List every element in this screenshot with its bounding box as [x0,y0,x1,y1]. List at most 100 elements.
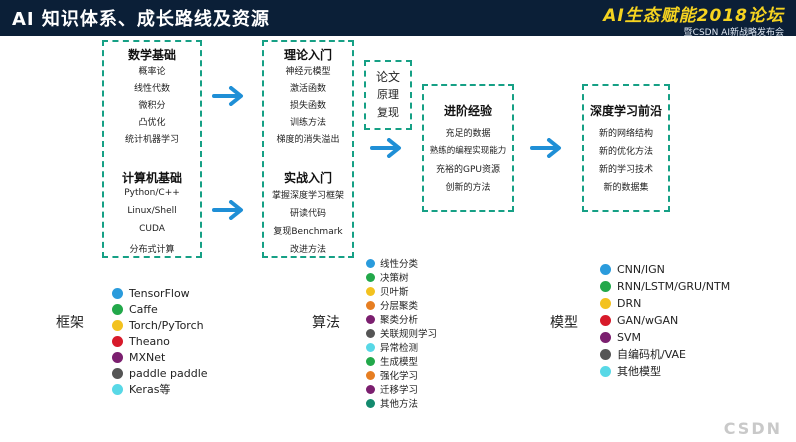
framework-label: Torch/PyTorch [129,318,204,332]
arrow-right-icon [212,200,243,220]
framework-item: Theano [112,334,170,348]
theory-title: 理论入门 [283,48,332,62]
algorithm-label: 生成模型 [380,357,419,368]
bullet-dot-icon [366,384,375,394]
paper-item: 复现 [377,106,399,119]
framework-item: paddle paddle [112,366,208,380]
frontier-title: 深度学习前沿 [589,104,662,118]
bullet-dot-icon [112,335,123,347]
framework-item: MXNet [112,350,165,364]
bullet-dot-icon [600,280,611,292]
bullet-dot-icon [112,287,123,299]
algorithm-label: 强化学习 [380,371,419,382]
model-label: DRN [617,296,642,310]
algorithm-label: 贝叶斯 [380,287,409,298]
algorithm-item: 其他方法 [366,396,418,410]
framework-label: Theano [129,334,170,348]
framework-item: TensorFlow [112,286,190,300]
arrow-right-icon [530,138,561,158]
header-bar: AI 知识体系、成长路线及资源 AI生态赋能2018论坛 暨CSDN AI新战略… [0,0,796,38]
framework-label: Caffe [129,302,158,316]
math-item: 统计机器学习 [124,135,179,145]
bullet-dot-icon [600,331,611,343]
bullet-dot-icon [366,272,375,282]
practice-item: 改进方法 [289,245,326,255]
algorithm-item: 生成模型 [366,354,418,368]
framework-label: paddle paddle [129,366,208,380]
bullet-dot-icon [600,297,611,309]
bullet-dot-icon [366,342,375,352]
cs-item: CUDA [139,224,165,234]
framework-label: TensorFlow [129,286,190,300]
framework-item: Caffe [112,302,158,316]
algorithm-item: 线性分类 [366,256,418,270]
advanced-item: 充足的数据 [445,129,491,139]
arrow-right-icon [370,138,401,158]
model-item: DRN [600,296,641,310]
algorithm-label: 线性分类 [380,259,419,270]
math-item: 概率论 [138,67,166,77]
csdn-watermark: CSDN [723,419,782,438]
paper-box: 论文 原理 复现 [364,60,412,130]
bullet-dot-icon [366,314,375,324]
theory-item: 神经元模型 [285,67,331,77]
algorithm-item: 聚类分析 [366,312,418,326]
framework-label: MXNet [129,350,166,364]
theory-item: 训练方法 [289,118,326,128]
page-title: AI 知识体系、成长路线及资源 [12,9,270,30]
bullet-dot-icon [366,300,375,310]
frameworks-label: 框架 [56,315,84,331]
algorithm-item: 关联规则学习 [366,326,437,340]
bullet-dot-icon [366,370,375,380]
frontier-box: 深度学习前沿 新的网络结构 新的优化方法 新的学习技术 新的数据集 [582,84,670,212]
algorithm-item: 分层聚类 [366,298,418,312]
bullet-dot-icon [112,303,123,315]
model-label: 自编码机/VAE [617,348,687,361]
model-label: 其他模型 [617,365,661,378]
frontier-item: 新的网络结构 [598,129,653,139]
cs-item: Linux/Shell [127,206,177,216]
framework-label: Keras等 [129,383,171,396]
bullet-dot-icon [366,286,375,296]
algorithms-label: 算法 [312,315,340,331]
algorithm-item: 贝叶斯 [366,284,409,298]
cs-title: 计算机基础 [121,171,182,185]
bullet-dot-icon [366,258,375,268]
model-item: GAN/wGAN [600,313,678,327]
models-label: 模型 [550,315,578,331]
algorithm-label: 分层聚类 [380,301,419,312]
algorithm-label: 关联规则学习 [380,329,438,340]
bullet-dot-icon [112,383,123,395]
practice-item: 掌握深度学习框架 [271,191,344,201]
bullet-dot-icon [600,348,611,360]
brand-title: AI生态赋能2018论坛 [603,6,784,26]
algorithm-label: 其他方法 [380,399,419,410]
model-item: CNN/IGN [600,262,665,276]
bullet-dot-icon [112,351,123,363]
algorithm-item: 迁移学习 [366,382,418,396]
framework-item: Torch/PyTorch [112,318,204,332]
theory-item: 激活函数 [289,84,326,94]
algorithm-label: 迁移学习 [380,385,419,396]
paper-item: 原理 [377,88,399,101]
math-item: 微积分 [138,101,166,111]
practice-title: 实战入门 [283,171,332,185]
model-label: CNN/IGN [617,262,665,276]
paper-item: 论文 [375,70,400,84]
framework-item: Keras等 [112,382,170,396]
algorithm-item: 强化学习 [366,368,418,382]
frontier-item: 新的学习技术 [598,165,653,175]
entry-box: 理论入门 神经元模型 激活函数 损失函数 训练方法 梯度的消失溢出 实战入门 掌… [262,40,354,258]
model-label: RNN/LSTM/GRU/NTM [617,279,731,293]
advanced-item: 充裕的GPU资源 [436,165,500,175]
advanced-item: 创新的方法 [445,183,491,193]
algorithm-label: 聚类分析 [380,315,419,326]
math-title: 数学基础 [127,48,176,62]
brand-subtitle: 暨CSDN AI新战略发布会 [683,28,784,38]
event-brand: AI生态赋能2018论坛 暨CSDN AI新战略发布会 [603,1,784,38]
bullet-dot-icon [600,263,611,275]
bullet-dot-icon [112,319,123,331]
bullet-dot-icon [366,356,375,366]
math-item: 线性代数 [133,84,170,94]
practice-item: 研读代码 [289,209,326,219]
